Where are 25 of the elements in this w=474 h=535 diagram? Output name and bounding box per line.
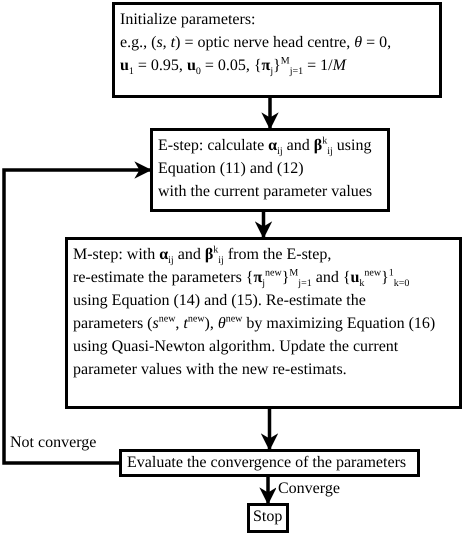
node-text: Equation (11) and (12)	[158, 160, 305, 178]
node-text: with the current parameter values	[158, 183, 374, 201]
node-text: parameter values with the new re-estimats.	[73, 361, 348, 379]
node-text: Evaluate the convergence of the parameters	[127, 454, 408, 472]
node-text: u$_{1}$ = 0.95, u$_{0}$ = 0.05, {π$_{j}$}$^{M}$$_{j=1}$ = 1/M	[120, 57, 348, 75]
process-box	[112, 2, 442, 98]
node-text: E-step: calculate α$_{ij}$ and β$^{k}$$_{ij}$ using	[158, 137, 372, 155]
node-text: using Equation (14) and (15). Re-estimate the	[73, 292, 367, 310]
arrow	[2, 161, 152, 465]
process-box	[119, 449, 420, 477]
arrow	[254, 212, 272, 239]
node-text: M-step: with α$_{ij}$ and β$^{k}$$_{ij}$ from the E-step,	[73, 246, 332, 264]
node-text: Stop	[253, 508, 283, 526]
edge-label: Not converge	[8, 434, 98, 452]
terminal-box	[247, 503, 289, 533]
edge-label: Converge	[276, 480, 342, 498]
arrow	[259, 477, 277, 505]
process-box	[65, 237, 462, 409]
node-text: e.g., (s, t) = optic nerve head centre, θ = 0,	[120, 34, 392, 52]
node-text: parameters (s$^{new}$, t$^{new}$), θ$^{new}$ by maximizing Equation (16)	[73, 315, 436, 333]
arrow	[261, 98, 279, 130]
process-box	[150, 128, 390, 212]
node-text: using Quasi-Newton algorithm. Update the current	[73, 338, 400, 356]
arrow	[260, 409, 278, 451]
node-text: Initialize parameters:	[120, 11, 256, 29]
